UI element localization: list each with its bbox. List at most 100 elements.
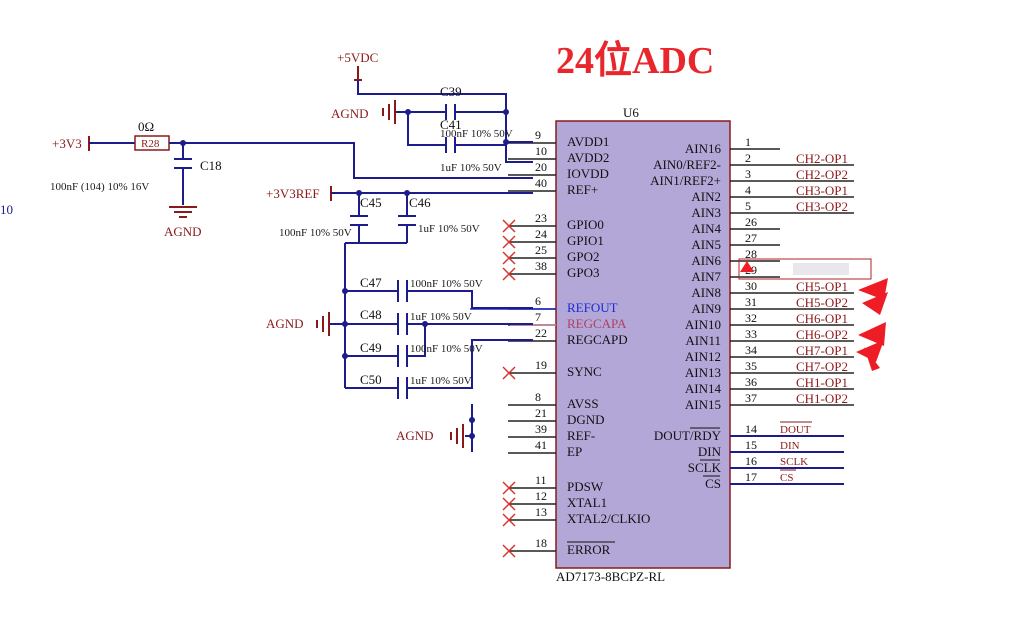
c49-plates bbox=[397, 345, 408, 367]
net-label-ch2-op1: CH2-OP1 bbox=[796, 151, 848, 166]
left-pin-ref[interactable]: 40 REF+ bbox=[508, 176, 598, 197]
pin-label: AIN6 bbox=[691, 253, 721, 268]
pin-number: 27 bbox=[745, 231, 757, 245]
pin-label: AIN13 bbox=[685, 365, 721, 380]
right-pin-ain13[interactable]: 35 AIN13 CH7-OP2 bbox=[685, 359, 854, 380]
pin-number: 16 bbox=[745, 454, 757, 468]
pin-number: 9 bbox=[535, 128, 541, 142]
pin-number: 7 bbox=[535, 310, 541, 324]
pin-label: AIN3 bbox=[691, 205, 721, 220]
net-label-din: DIN bbox=[780, 440, 800, 452]
junction-avdd bbox=[503, 139, 509, 145]
pin-number: 4 bbox=[745, 183, 751, 197]
pin-number: 3 bbox=[745, 167, 751, 181]
pin-number: 40 bbox=[535, 176, 547, 190]
net-label-ch6-op1: CH6-OP1 bbox=[796, 311, 848, 326]
agnd-top-label: AGND bbox=[331, 106, 369, 121]
edge-fragment-label: 10 bbox=[0, 202, 13, 217]
c50-plates bbox=[397, 377, 408, 399]
pin-number: 35 bbox=[745, 359, 757, 373]
pin-label: ERROR bbox=[567, 542, 611, 557]
pin-label: SYNC bbox=[567, 364, 602, 379]
pin-number: 25 bbox=[535, 243, 547, 257]
pin-label: GPIO1 bbox=[567, 233, 604, 248]
junction-c49 bbox=[342, 353, 348, 359]
pin-label: DIN bbox=[698, 444, 722, 459]
red-arrow-markers bbox=[856, 278, 888, 371]
agnd-bottom-wires bbox=[465, 404, 473, 452]
c41-ref: C41 bbox=[440, 117, 462, 132]
wire-iovdd bbox=[169, 142, 533, 179]
pin-number: 38 bbox=[535, 259, 547, 273]
pin-number: 41 bbox=[535, 438, 547, 452]
pin-label: REFOUT bbox=[567, 300, 618, 315]
r28-ref: R28 bbox=[141, 138, 160, 150]
adc-chip-body[interactable] bbox=[555, 120, 731, 569]
no-connect-icon bbox=[502, 497, 516, 511]
net-label-ch5-op1: CH5-OP1 bbox=[796, 279, 848, 294]
c18-value: 100nF (104) 10% 16V bbox=[50, 181, 149, 193]
pin-number: 36 bbox=[745, 375, 757, 389]
pin-label: DGND bbox=[567, 412, 605, 427]
pin-label: IOVDD bbox=[567, 166, 609, 181]
pin-number: 2 bbox=[745, 151, 751, 165]
left-pin-ep[interactable]: 41 EP bbox=[508, 438, 582, 459]
pin-label: GPO2 bbox=[567, 249, 600, 264]
net-label-ch1-op2: CH1-OP2 bbox=[796, 391, 848, 406]
pin-number: 10 bbox=[535, 144, 547, 158]
pin-label: SCLK bbox=[688, 460, 722, 475]
pin-label: REF- bbox=[567, 428, 595, 443]
net-label-sclk: SCLK bbox=[780, 456, 808, 468]
pin-label: XTAL2/CLKIO bbox=[567, 511, 650, 526]
pin-label: EP bbox=[567, 444, 582, 459]
left-pin-gpo3[interactable]: 38 GPO3 bbox=[502, 259, 600, 281]
no-connect-icon bbox=[502, 251, 516, 265]
arrow-icon-ch5-op1 bbox=[858, 278, 888, 300]
c48-ref: C48 bbox=[360, 307, 382, 322]
pin-label: REF+ bbox=[567, 182, 598, 197]
junction-c47 bbox=[342, 288, 348, 294]
net-label-cs: CS bbox=[780, 472, 793, 484]
power-3v3ref-label: +3V3REF bbox=[266, 186, 320, 201]
pin-label: GPO3 bbox=[567, 265, 600, 280]
net-label-ch7-op1: CH7-OP1 bbox=[796, 343, 848, 358]
c18-ref: C18 bbox=[200, 158, 222, 173]
digital-pin-sclk[interactable]: 16 SCLK SCLK bbox=[688, 454, 844, 475]
left-pin-gpo2[interactable]: 25 GPO2 bbox=[502, 243, 600, 265]
c49-wires bbox=[345, 324, 426, 357]
pin-number: 37 bbox=[745, 391, 757, 405]
c46-ref: C46 bbox=[409, 195, 431, 210]
net-label-ch7-op2: CH7-OP2 bbox=[796, 359, 848, 374]
